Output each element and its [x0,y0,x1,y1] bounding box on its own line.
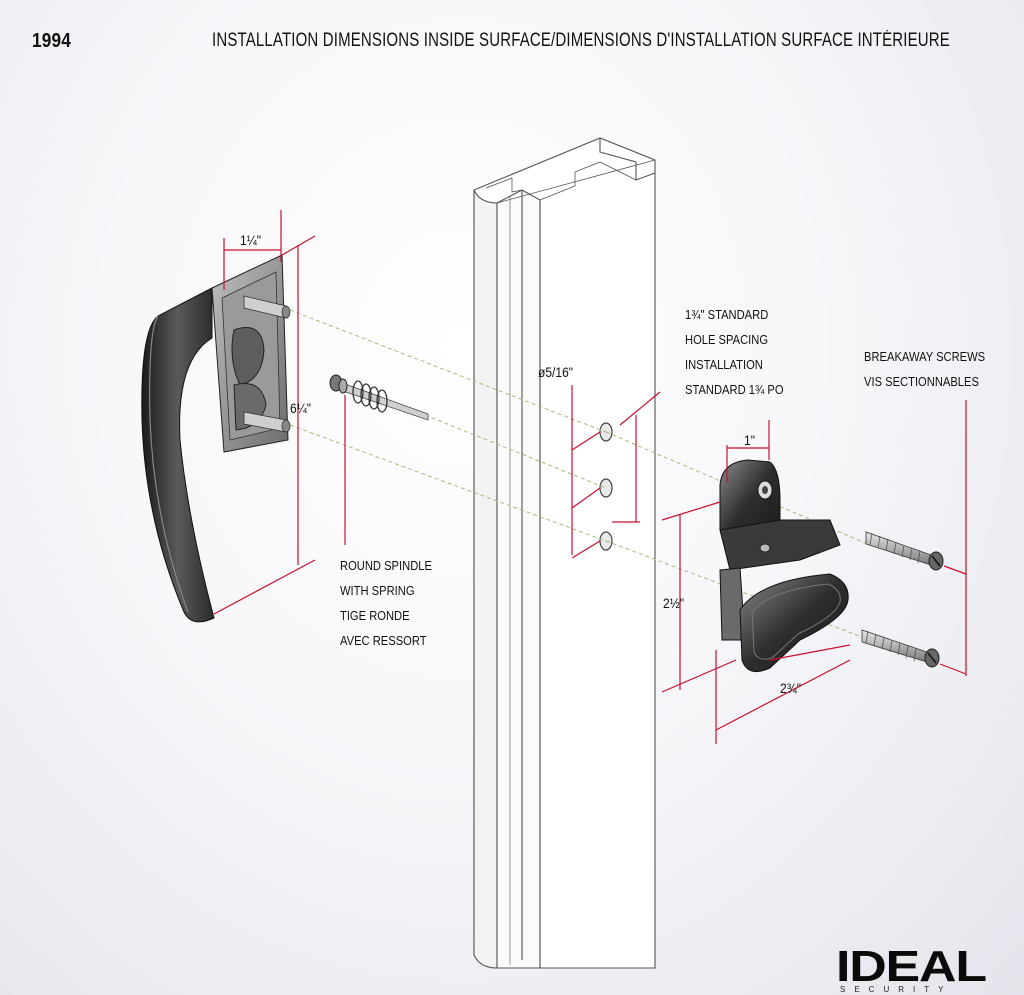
label-hole-spacing-line: 1¾" STANDARD [685,307,769,322]
page-title: INSTALLATION DIMENSIONS INSIDE SURFACE/D… [212,30,950,51]
label-screws-line: BREAKAWAY SCREWS [864,349,986,364]
dim-handle-height: 6¼" [290,400,312,416]
logo-tagline: SECURITY [840,985,953,994]
label-hole-spacing-line: STANDARD 1¾ PO [685,382,784,397]
label-spindle-line: ROUND SPINDLE [340,558,432,573]
breakaway-screw-upper [865,531,944,571]
label-spindle-line: WITH SPRING [340,583,415,598]
dim-catch-height: 2½" [663,595,685,611]
dimension-lines [213,210,967,744]
dim-catch-width: 1" [744,432,755,448]
catch-lever [739,573,849,673]
logo-wordmark: IDEAL [836,942,987,991]
label-screws-line: VIS SECTIONNABLES [864,374,979,389]
label-spindle: ROUND SPINDLE WITH SPRING TIGE RONDE AVE… [340,553,432,653]
breakaway-screw-lower [861,629,940,668]
label-hole-spacing-line: INSTALLATION [685,357,763,372]
label-hole-spacing-line: HOLE SPACING [685,332,769,347]
catch-keeper [719,459,849,673]
door-frame-profile [473,137,656,969]
spindle-with-spring [329,374,429,421]
mounting-hole [599,478,613,498]
label-hole-spacing: 1¾" STANDARD HOLE SPACING INSTALLATION S… [685,302,784,402]
label-spindle-line: AVEC RESSORT [340,633,427,648]
dim-handle-width: 1¼" [240,232,262,248]
handle-lever [141,287,215,623]
mounting-studs [243,295,291,433]
label-spindle-line: TIGE RONDE [340,608,410,623]
model-number: 1994 [32,30,71,52]
ideal-security-logo: IDEAL SECURITY [836,945,987,995]
inside-handle [141,254,291,623]
dim-hole-diameter: ø5/16" [538,364,574,380]
dim-catch-depth: 2¾" [780,680,802,696]
label-breakaway-screws: BREAKAWAY SCREWS VIS SECTIONNABLES [864,344,985,394]
